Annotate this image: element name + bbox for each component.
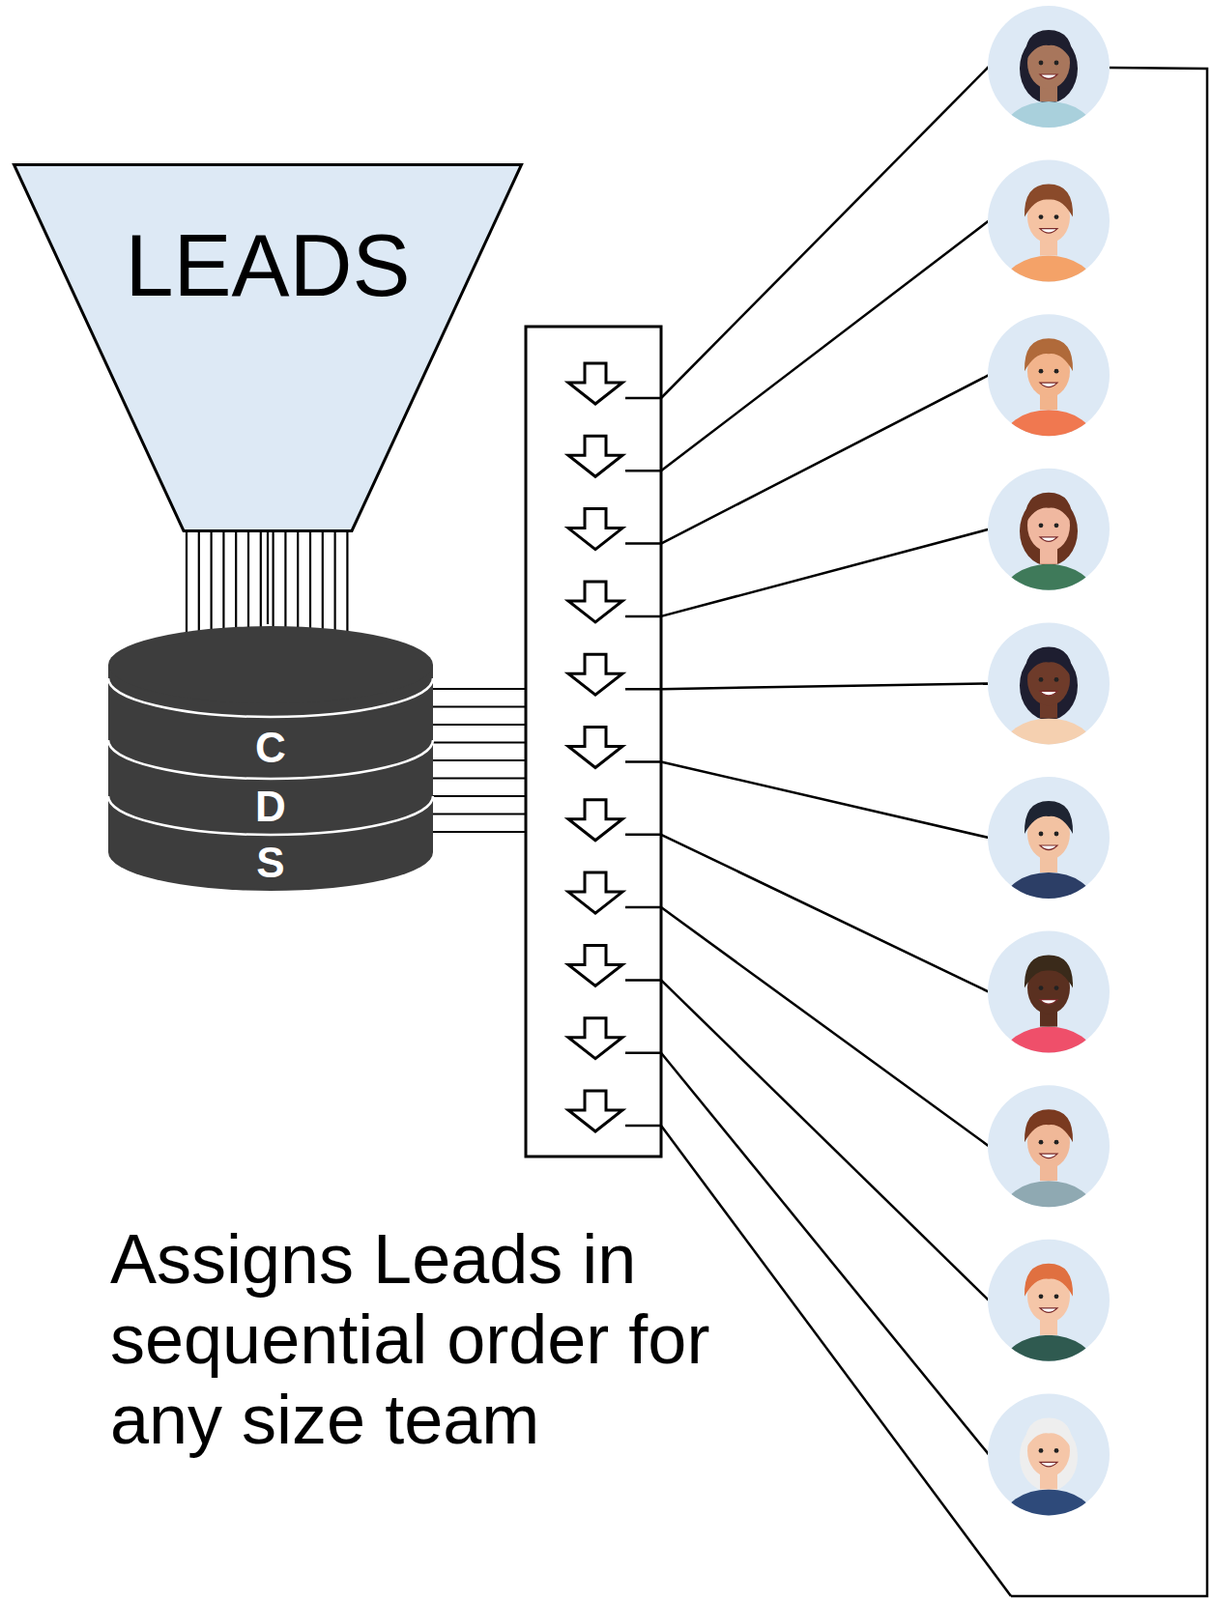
team-member-avatar <box>987 468 1110 631</box>
team-member-avatar <box>987 622 1110 784</box>
leads-funnel: LEADS <box>12 163 523 533</box>
team-member-avatar <box>987 1393 1110 1556</box>
down-arrow <box>568 581 623 623</box>
database-letter: D <box>107 785 434 829</box>
team-member-avatar <box>987 777 1110 939</box>
feed-line <box>425 723 540 726</box>
database-letter: C <box>107 726 434 770</box>
feed-line <box>425 812 540 815</box>
down-arrow <box>568 363 623 404</box>
team-member-avatar <box>987 5 1110 168</box>
team-member-avatar <box>987 314 1110 476</box>
team-member-avatar <box>987 1085 1110 1247</box>
crm-database: CDS <box>107 624 434 895</box>
queue-box <box>525 326 662 1157</box>
down-arrow <box>568 800 623 841</box>
database-letter: S <box>107 841 434 885</box>
team-member-avatar <box>987 1240 1110 1402</box>
feed-line <box>425 759 540 762</box>
down-arrow <box>568 1018 623 1060</box>
team-member-avatar <box>987 931 1110 1094</box>
down-arrow <box>568 654 623 695</box>
feed-line <box>425 777 540 780</box>
down-arrow <box>568 509 623 550</box>
feed-line <box>425 688 540 691</box>
down-arrow <box>568 435 623 477</box>
down-arrow <box>568 945 623 986</box>
feed-line <box>425 831 540 834</box>
feed-line <box>425 741 540 744</box>
feed-line <box>425 795 540 798</box>
down-arrow <box>568 727 623 769</box>
caption: Assigns Leads in sequential order for an… <box>110 1219 749 1460</box>
down-arrow <box>568 872 623 914</box>
feed-connector <box>266 532 269 625</box>
funnel-label: LEADS <box>12 222 523 310</box>
funnel-shape <box>12 163 523 533</box>
down-arrow <box>568 1091 623 1132</box>
team-member-avatar <box>987 160 1110 322</box>
feed-line <box>425 705 540 708</box>
